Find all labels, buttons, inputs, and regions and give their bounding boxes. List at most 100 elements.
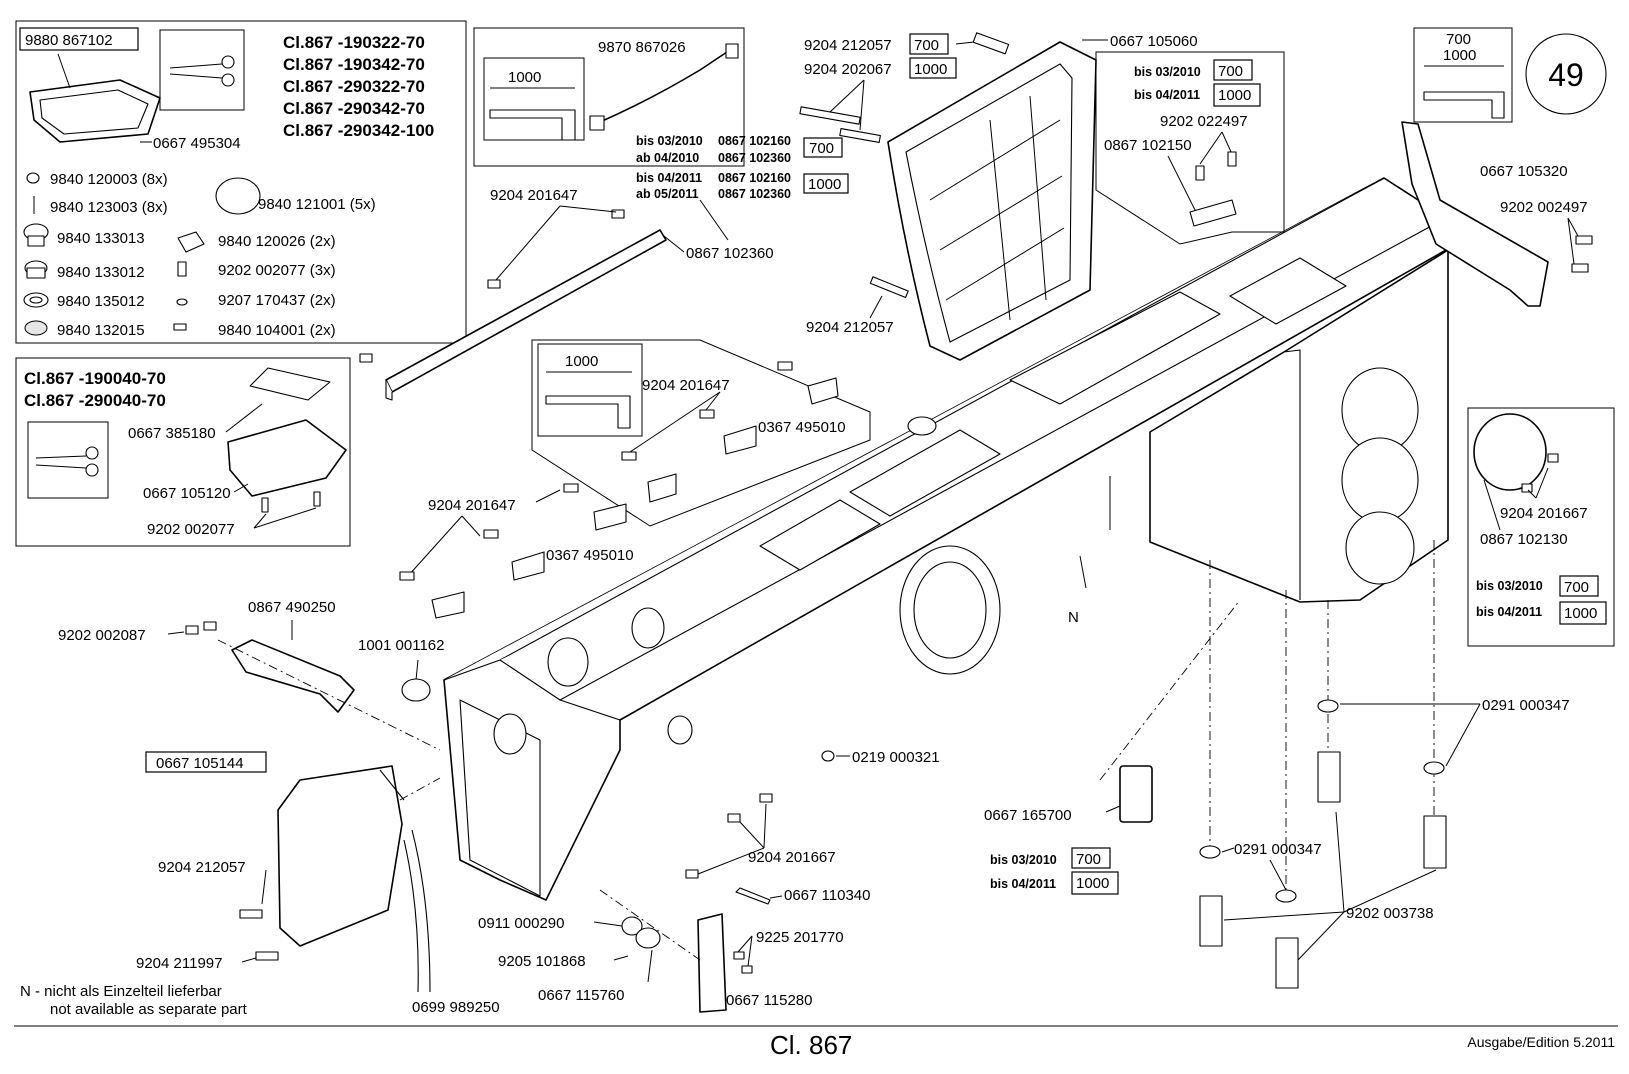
- cover-item-1: 9202 022497: [1160, 113, 1248, 130]
- kit-item-right-4: 9207 170437 (2x): [218, 292, 336, 309]
- kit-item-right-5: 9840 104001 (2x): [218, 322, 336, 339]
- kit-tray-label: 0667 495304: [153, 135, 241, 152]
- label-9204201647-a: 9204 201647: [490, 187, 578, 204]
- side-row1-when: bis 03/2010: [1476, 579, 1543, 593]
- top-bolt-1-len: 700: [914, 37, 939, 54]
- label-0667110340: 0667 110340: [784, 887, 870, 904]
- footer-edition: Ausgabe/Edition 5.2011: [1467, 1034, 1615, 1050]
- part-165700-row1-when: bis 03/2010: [990, 853, 1057, 867]
- rail-row2-when: ab 04/2010: [636, 151, 699, 165]
- cable-box: 1000 9870 867026: [473, 27, 745, 167]
- part-165700-row1-len: 700: [1076, 851, 1101, 868]
- mount-screws: 0291 000347 0291 000347 9202 003738: [1199, 540, 1570, 989]
- footer-title: Cl. 867: [770, 1030, 853, 1060]
- bracket-box: 1000 9204 201647 0367 495010: [531, 339, 871, 527]
- plate-kit-box: Cl.867 -190040-70 Cl.867 -290040-70 0667…: [15, 357, 351, 547]
- kit-class-4: Cl.867 -290342-70: [283, 99, 425, 118]
- label-9204201647-b: 9204 201647: [642, 377, 730, 394]
- rail-row2-part: 0867 102360: [718, 151, 791, 165]
- label-9204211997: 9204 211997: [136, 955, 222, 972]
- label-9202002497: 9202 002497: [1500, 199, 1588, 216]
- bracket-set-2: 9204 201647 0367 495010: [399, 483, 634, 619]
- cover-row1-when: bis 03/2010: [1134, 65, 1201, 79]
- side-row2-len: 1000: [1564, 605, 1597, 622]
- label-0667115280: 0667 115280: [726, 992, 812, 1009]
- right-length-short: 700: [1446, 31, 1471, 48]
- kit-item-left-4: 9840 133012: [57, 264, 145, 281]
- cable-length: 1000: [508, 69, 541, 86]
- rail-row1-part: 0867 102160: [718, 134, 791, 148]
- plate-kit-item-3: 9202 002077: [147, 521, 235, 538]
- label-9204201647-c: 9204 201647: [428, 497, 516, 514]
- top-bolt-2-len: 1000: [914, 61, 947, 78]
- label-9202003738: 9202 003738: [1346, 905, 1434, 922]
- plate-kit-item-2: 0667 105120: [143, 485, 231, 502]
- label-0291000347-b: 0291 000347: [1234, 841, 1322, 858]
- side-row1-len: 700: [1564, 579, 1589, 596]
- top-bolt-1-part: 9204 212057: [804, 37, 892, 54]
- part-165700-label: 0667 165700: [984, 807, 1072, 824]
- side-row2-when: bis 04/2011: [1476, 605, 1542, 619]
- top-cover: [799, 32, 1097, 361]
- label-0367495010-a: 0367 495010: [758, 419, 846, 436]
- rail-row4-part: 0867 102360: [718, 187, 791, 201]
- bracket-length: 1000: [565, 353, 598, 370]
- kit-item-left-2: 9840 123003 (8x): [50, 199, 168, 216]
- label-0867490250: 0867 490250: [248, 599, 336, 616]
- label-9204201667-low: 9204 201667: [748, 849, 836, 866]
- kit-class-1: Cl.867 -190322-70: [283, 33, 425, 52]
- motor-housing: [1149, 249, 1449, 603]
- left-lower-parts: 0867 490250 9202 002087 1001 001162 0667…: [58, 599, 500, 1016]
- rail-row4-when: ab 05/2011: [636, 187, 699, 201]
- cable-part: 9870 867026: [598, 39, 686, 56]
- label-0667105320: 0667 105320: [1480, 163, 1568, 180]
- rail-row3-when: bis 04/2011: [636, 171, 702, 185]
- kit-item-right-3: 9202 002077 (3x): [218, 262, 336, 279]
- label-9204212057-low: 9204 212057: [158, 859, 246, 876]
- machine-arm-casting: N: [443, 177, 1447, 901]
- kit-item-right-1: 9840 121001 (5x): [258, 196, 376, 213]
- rail-row1-when: bis 03/2010: [636, 134, 703, 148]
- kit-box: 9880 867102 Cl.867 -190322-70 Cl.867 -19…: [15, 20, 467, 344]
- label-9202002087: 9202 002087: [58, 627, 146, 644]
- date-rows-rail: bis 03/2010 0867 102160 700 ab 04/2010 0…: [636, 134, 849, 241]
- top-bolt-2-part: 9204 202067: [804, 61, 892, 78]
- side-item-1: 9204 201667: [1500, 505, 1588, 522]
- kit-class-2: Cl.867 -190342-70: [283, 55, 425, 74]
- label-0367495010-b: 0367 495010: [546, 547, 634, 564]
- kit-item-right-2: 9840 120026 (2x): [218, 233, 336, 250]
- side-item-2: 0867 102130: [1480, 531, 1568, 548]
- part-165700-row2-when: bis 04/2011: [990, 877, 1056, 891]
- label-0667105144: 0667 105144: [156, 755, 244, 772]
- top-bolt-labels: 9204 212057 700 9204 202067 1000 0667 10…: [804, 33, 1198, 336]
- label-0291000347-a: 0291 000347: [1482, 697, 1570, 714]
- label-9225201770: 9225 201770: [756, 929, 844, 946]
- cover-row1-len: 700: [1218, 63, 1243, 80]
- kit-class-5: Cl.867 -290342-100: [283, 121, 434, 140]
- kit-number: 9880 867102: [25, 32, 113, 49]
- kit-item-left-1: 9840 120003 (8x): [50, 171, 168, 188]
- cover-box: bis 03/2010 700 bis 04/2011 1000 9202 02…: [1095, 51, 1285, 245]
- label-0219000321: 0219 000321: [852, 749, 940, 766]
- plate-kit-class-2: Cl.867 -290040-70: [24, 391, 166, 410]
- label-1001001162: 1001 001162: [358, 637, 444, 654]
- label-0667115760: 0667 115760: [538, 987, 624, 1004]
- kit-item-left-5: 9840 135012: [57, 293, 145, 310]
- cover-item-2: 0867 102150: [1104, 137, 1192, 154]
- lower-middle-parts: 0219 000321 9204 201667 0667 110340 0911…: [478, 749, 940, 1013]
- kit-class-3: Cl.867 -290322-70: [283, 77, 425, 96]
- scissors-icon: [35, 446, 99, 477]
- rail-row3-len: 1000: [808, 176, 841, 193]
- part-165700-row2-len: 1000: [1076, 875, 1109, 892]
- label-9204212057-top: 9204 212057: [806, 319, 894, 336]
- scissors-icon: [169, 55, 235, 87]
- right-length-long: 1000: [1443, 47, 1476, 64]
- label-0867102360: 0867 102360: [686, 245, 774, 262]
- right-bracket: 0667 105320 9202 002497: [1401, 121, 1593, 307]
- rail-strip: 9204 201647 0867 102360: [359, 187, 774, 401]
- label-N: N: [1068, 609, 1079, 626]
- cover-row2-len: 1000: [1218, 87, 1251, 104]
- right-length-box: 700 1000 49: [1413, 27, 1607, 123]
- cover-row2-when: bis 04/2011: [1134, 88, 1200, 102]
- label-9205101868: 9205 101868: [498, 953, 586, 970]
